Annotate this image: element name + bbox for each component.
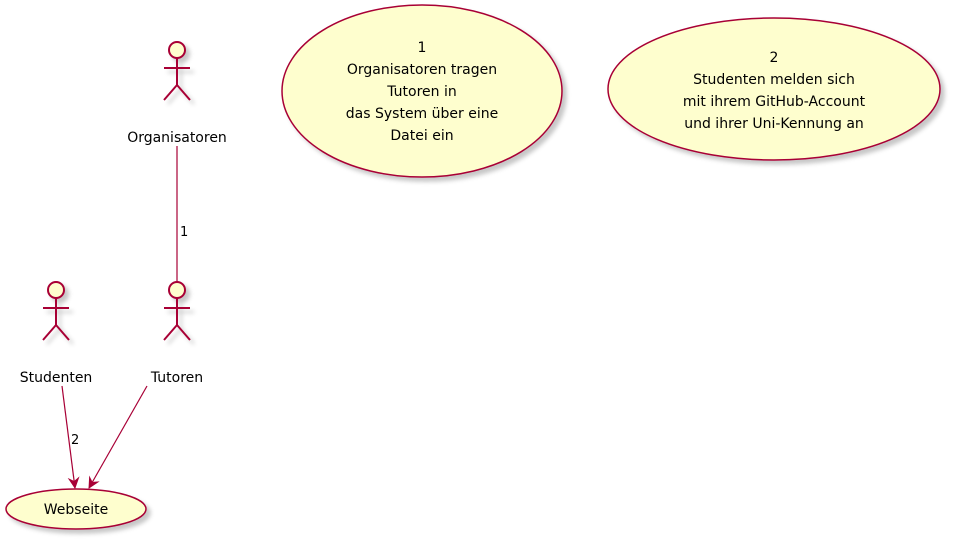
actor-studenten-figure	[42, 281, 70, 341]
edge-label-studenten-webseite: 2	[71, 433, 79, 448]
actor-tutoren[interactable]: Tutoren	[150, 281, 203, 386]
usecase-uc1-line-2: Tutoren in	[386, 84, 457, 100]
usecase-uc2-ellipse	[607, 17, 941, 161]
usecase-uc2[interactable]: 2 Studenten melden sich mit ihrem GitHub…	[607, 17, 941, 161]
usecase-uc1-ellipse	[281, 4, 563, 178]
usecase-uc1-line-3: das System über eine	[346, 106, 498, 122]
actor-organisatoren-label: Organisatoren	[127, 130, 227, 146]
usecase-uc1[interactable]: 1 Organisatoren tragen Tutoren in das Sy…	[281, 4, 563, 178]
usecase-uc2-line-3: und ihrer Uni-Kennung an	[684, 116, 864, 132]
usecase-uc2-line-2: mit ihrem GitHub-Account	[683, 94, 866, 110]
actor-studenten-label: Studenten	[20, 370, 93, 386]
usecase-uc1-line-1: Organisatoren tragen	[347, 62, 497, 78]
usecase-webseite[interactable]: Webseite	[5, 488, 147, 530]
usecase-webseite-ellipse	[5, 488, 147, 530]
actor-studenten[interactable]: Studenten	[20, 281, 93, 386]
edge-label-organisatoren-tutoren: 1	[180, 225, 188, 240]
usecase-webseite-label: Webseite	[44, 502, 108, 518]
usecase-uc1-line-0: 1	[418, 40, 427, 56]
usecase-uc1-line-4: Datei ein	[390, 128, 453, 144]
actor-tutoren-label: Tutoren	[150, 370, 203, 386]
usecase-uc2-line-1: Studenten melden sich	[693, 72, 855, 88]
actor-tutoren-figure	[163, 281, 191, 341]
edge-studenten-webseite	[61, 385, 80, 489]
edge-tutoren-webseite	[88, 385, 148, 489]
usecase-uc2-line-0: 2	[770, 50, 779, 66]
actor-organisatoren[interactable]: Organisatoren	[127, 41, 227, 146]
edges-layer: 12	[61, 146, 188, 489]
actor-organisatoren-figure	[163, 41, 191, 101]
